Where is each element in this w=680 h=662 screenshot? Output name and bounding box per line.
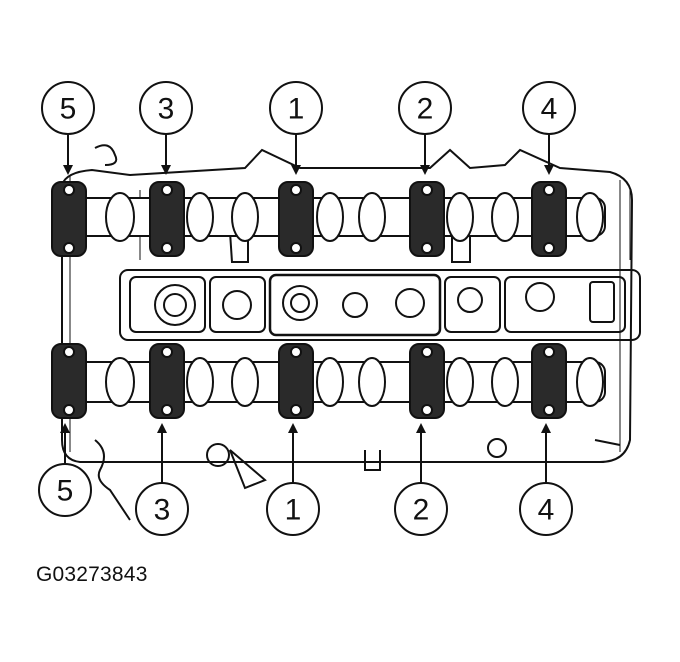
bearing-cap-lower-1 bbox=[278, 343, 314, 419]
callout-top-4: 4 bbox=[522, 81, 576, 175]
callout-top-1: 1 bbox=[269, 81, 323, 175]
cylinder-head-body bbox=[61, 144, 641, 521]
bearing-cap-lower-4 bbox=[531, 343, 567, 419]
figure-id: G03273843 bbox=[36, 563, 148, 586]
callout-top-5: 5 bbox=[41, 81, 95, 175]
callout-bottom-1: 1 bbox=[266, 423, 320, 536]
bearing-cap-upper-4 bbox=[531, 181, 567, 257]
bearing-cap-lower-3 bbox=[149, 343, 185, 419]
bearing-cap-lower-2 bbox=[409, 343, 445, 419]
callout-top-1-label: 1 bbox=[288, 93, 305, 126]
callout-top-3: 3 bbox=[139, 81, 193, 175]
bearing-cap-upper-5 bbox=[51, 181, 87, 257]
callout-bottom-2-label: 2 bbox=[413, 494, 430, 527]
callout-bottom-2: 2 bbox=[394, 423, 448, 536]
callout-bottom-5: 5 bbox=[38, 423, 92, 517]
callout-top-3-label: 3 bbox=[158, 93, 175, 126]
lower-camshaft bbox=[59, 357, 606, 407]
upper-camshaft bbox=[59, 192, 606, 242]
callout-top-2: 2 bbox=[398, 81, 452, 175]
bearing-cap-lower-5 bbox=[51, 343, 87, 419]
callout-bottom-5-label: 5 bbox=[57, 475, 74, 508]
callout-bottom-3-label: 3 bbox=[154, 494, 171, 527]
bearing-cap-upper-3 bbox=[149, 181, 185, 257]
callout-bottom-4-label: 4 bbox=[538, 494, 555, 527]
bearing-cap-upper-2 bbox=[409, 181, 445, 257]
callout-bottom-4: 4 bbox=[519, 423, 573, 536]
callout-top-4-label: 4 bbox=[541, 93, 558, 126]
callout-bottom-1-label: 1 bbox=[285, 494, 302, 527]
callout-top-2-label: 2 bbox=[417, 93, 434, 126]
callout-top-5-label: 5 bbox=[60, 93, 77, 126]
callout-bottom-3: 3 bbox=[135, 423, 189, 536]
bearing-cap-upper-1 bbox=[278, 181, 314, 257]
